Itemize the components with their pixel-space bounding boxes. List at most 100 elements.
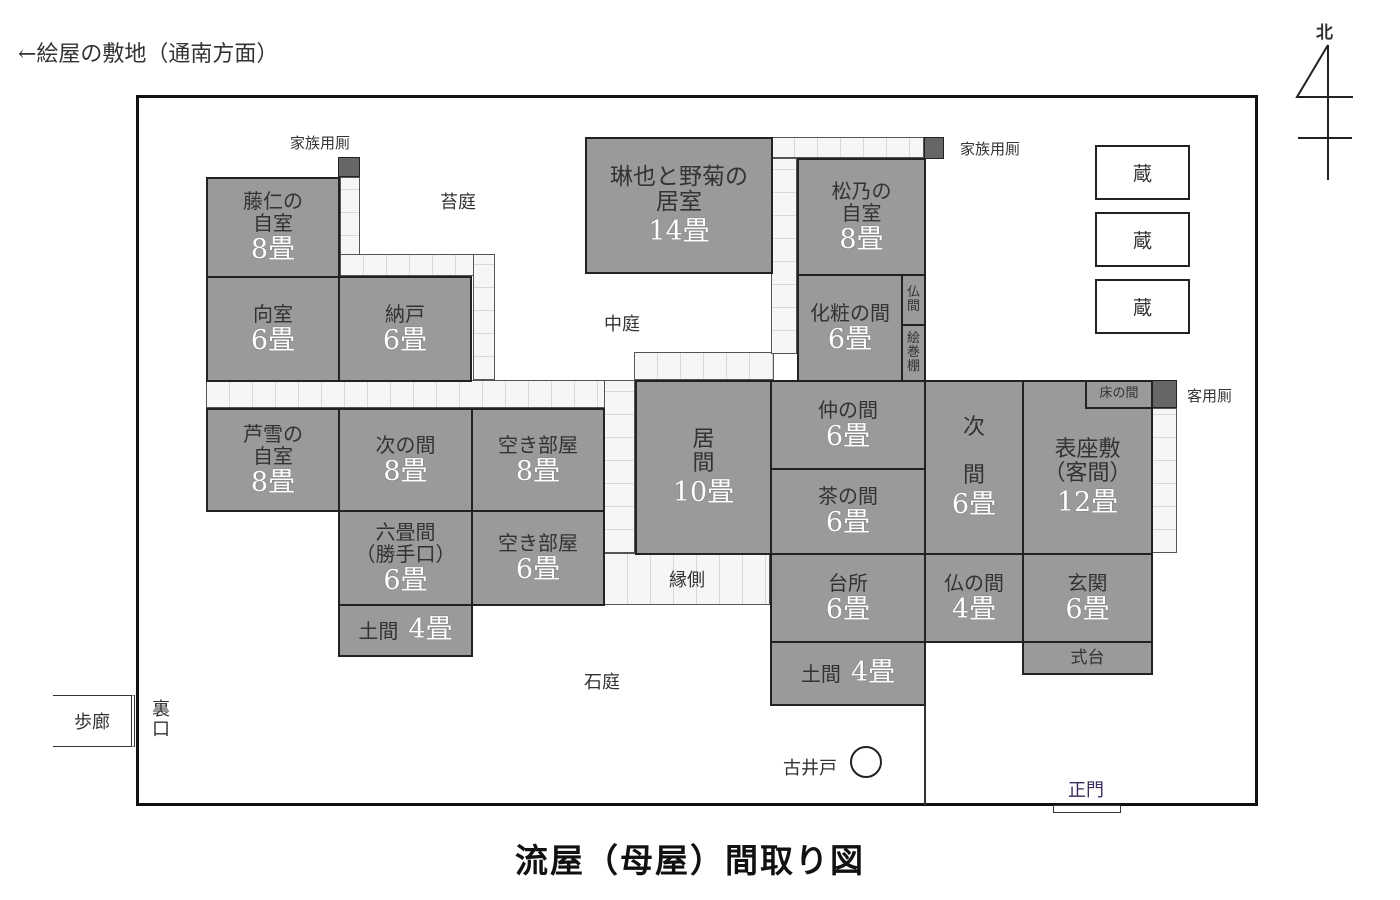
room-name: 松乃の 自室	[831, 178, 892, 225]
room: 床の間	[1085, 380, 1153, 409]
room-name: 茶の間	[818, 484, 878, 509]
room-name: 納戸	[385, 301, 425, 326]
toilet	[1151, 380, 1177, 408]
mat-count: 6畳	[1065, 593, 1110, 625]
well-icon	[850, 746, 882, 778]
room-name: 芦雪の 自室	[243, 421, 303, 468]
storehouse: 蔵	[1095, 212, 1190, 267]
veranda: 縁側	[604, 553, 770, 605]
corridor	[771, 158, 797, 354]
room-name: 藤仁の 自室	[243, 189, 303, 236]
room: 絵 巻 棚	[901, 324, 926, 382]
room: 式台	[1022, 641, 1153, 675]
corridor	[340, 254, 495, 276]
corridor	[340, 177, 360, 259]
mat-count: 4畳	[408, 614, 453, 646]
main-gate-label: 正門	[1068, 780, 1104, 801]
direction-note: ←絵屋の敷地（通南方面）	[18, 42, 279, 67]
corridor	[604, 380, 635, 553]
mat-count: 8畳	[839, 223, 884, 255]
room: 土間 4畳	[338, 604, 473, 657]
mat-count: 10畳	[672, 476, 735, 508]
room-name: 仲の間	[818, 397, 878, 422]
corridor	[771, 137, 924, 158]
mat-count: 14畳	[648, 215, 710, 247]
room-name: 琳也と野菊の 居室	[610, 164, 748, 216]
storehouse: 蔵	[1095, 279, 1190, 334]
stone-garden-label: 石庭	[584, 672, 620, 693]
mat-count: 6畳	[951, 488, 997, 520]
page-title: 流屋（母屋）間取り図	[515, 841, 865, 880]
middle-garden-label: 中庭	[604, 314, 640, 335]
mat-count: 6畳	[827, 323, 873, 355]
room-name: 化粧の間	[810, 300, 890, 325]
storehouse: 蔵	[1095, 145, 1190, 200]
room-name: 居 間	[692, 427, 715, 477]
room: 表座敷 （客間）12畳	[1022, 380, 1153, 555]
mat-count: 4畳	[850, 657, 896, 689]
mat-count: 6畳	[825, 507, 871, 539]
veranda-label: 縁側	[669, 570, 705, 591]
moss-garden-label: 苔庭	[440, 192, 476, 213]
room-name: 向室	[253, 301, 293, 326]
room-name: 式台	[1070, 647, 1105, 668]
room: 土間 4畳	[770, 641, 926, 706]
room-name: 次の間	[375, 432, 436, 457]
mat-count: 6畳	[515, 553, 561, 585]
north-arrow-icon	[1295, 44, 1353, 180]
corridor	[634, 352, 774, 380]
room-name: 次 間	[962, 415, 985, 489]
covered-corridor: 歩廊	[53, 695, 135, 747]
guest-toilet-label: 客用厠	[1187, 387, 1233, 405]
room-name: 台所	[828, 570, 868, 595]
corridor-label: 歩廊	[74, 712, 110, 733]
north-label: 北	[1316, 23, 1333, 43]
mat-count: 6畳	[825, 420, 871, 452]
mat-count: 6畳	[825, 593, 871, 625]
toilet	[338, 157, 360, 177]
toilet	[924, 137, 944, 159]
room: 仏 間	[901, 274, 926, 326]
room-name: 空き部屋	[498, 530, 578, 555]
mat-count: 8畳	[515, 455, 561, 487]
mat-count: 8畳	[250, 466, 296, 498]
room: 六畳間 （勝手口）6畳	[338, 510, 473, 606]
mat-count: 6畳	[250, 324, 296, 356]
site-boundary	[136, 95, 1258, 806]
mat-count: 6畳	[383, 564, 428, 596]
room-name: 床の間	[1099, 386, 1139, 402]
back-entrance-label: 裏 口	[152, 699, 170, 740]
room-name: 仏の間	[944, 570, 1004, 595]
corridor	[473, 254, 495, 380]
main-gate	[1053, 805, 1121, 813]
mat-count: 12畳	[1056, 486, 1119, 518]
mat-count: 8畳	[250, 234, 296, 266]
room-name: 表座敷 （客間）	[1043, 437, 1132, 487]
room-name: 土間	[800, 661, 841, 686]
mat-count: 6畳	[382, 324, 428, 356]
mat-count: 8畳	[383, 455, 428, 487]
corridor	[1151, 408, 1177, 553]
corridor	[206, 380, 636, 408]
room-name: 空き部屋	[498, 432, 578, 457]
room-name: 六畳間 （勝手口）	[355, 519, 456, 566]
well-label: 古井戸	[783, 758, 837, 779]
wall-line	[924, 705, 926, 805]
room-name: 土間	[358, 618, 399, 643]
mat-count: 4畳	[951, 593, 997, 625]
